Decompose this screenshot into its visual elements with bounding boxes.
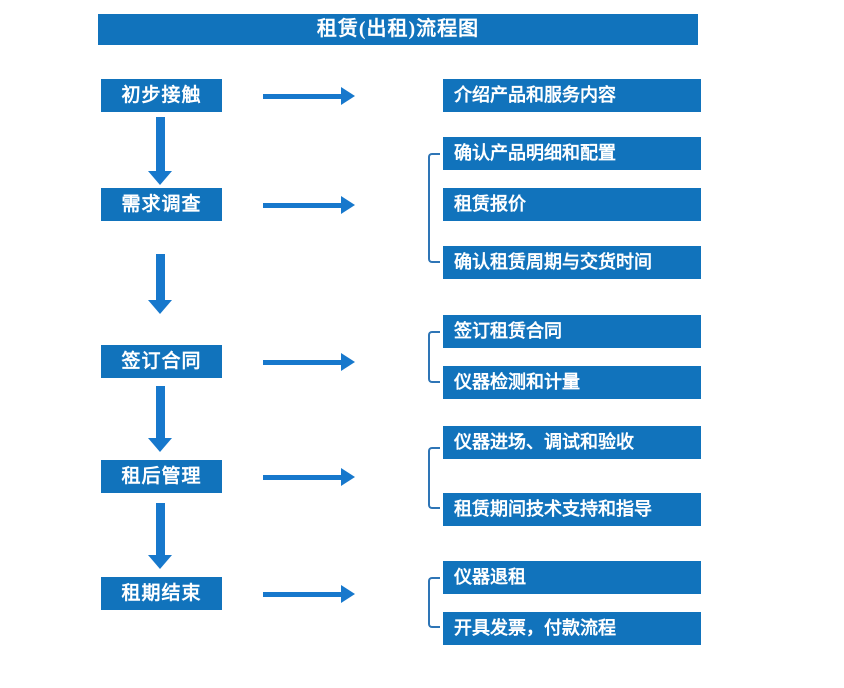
group-bracket	[428, 447, 440, 509]
arrow-head	[148, 171, 172, 185]
right-arrow-icon	[263, 87, 355, 105]
arrow-head	[341, 585, 355, 603]
arrow-shaft	[263, 591, 342, 597]
flowchart-title: 租赁(出租)流程图	[98, 14, 698, 45]
output-box-confirm-details: 确认产品明细和配置	[443, 137, 701, 170]
stage-box-post-rental: 租后管理	[101, 460, 222, 493]
output-box-sign-rental-contract: 签订租赁合同	[443, 315, 701, 348]
output-box-instrument-entry: 仪器进场、调试和验收	[443, 426, 701, 459]
output-box-invoice-payment: 开具发票，付款流程	[443, 612, 701, 645]
group-bracket	[428, 577, 440, 628]
arrow-shaft	[263, 202, 342, 208]
arrow-shaft	[263, 359, 342, 365]
output-box-instrument-testing: 仪器检测和计量	[443, 366, 701, 399]
down-arrow-icon	[148, 254, 172, 314]
stage-box-sign-contract: 签订合同	[101, 345, 222, 378]
right-arrow-icon	[263, 196, 355, 214]
arrow-head	[148, 300, 172, 314]
arrow-head	[341, 353, 355, 371]
arrow-head	[341, 468, 355, 486]
down-arrow-icon	[148, 386, 172, 452]
right-arrow-icon	[263, 468, 355, 486]
arrow-head	[148, 438, 172, 452]
stage-box-demand-survey: 需求调查	[101, 188, 222, 221]
arrow-shaft	[155, 503, 165, 556]
arrow-head	[341, 87, 355, 105]
output-box-instrument-return: 仪器退租	[443, 561, 701, 594]
down-arrow-icon	[148, 117, 172, 185]
arrow-shaft	[263, 93, 342, 99]
output-box-tech-support: 租赁期间技术支持和指导	[443, 493, 701, 526]
stage-box-rental-end: 租期结束	[101, 577, 222, 610]
output-box-confirm-period: 确认租赁周期与交货时间	[443, 246, 701, 279]
stage-box-initial-contact: 初步接触	[101, 79, 222, 112]
arrow-shaft	[155, 117, 165, 172]
output-box-introduce-products: 介绍产品和服务内容	[443, 79, 701, 112]
group-bracket	[428, 331, 440, 383]
output-box-rental-quote: 租赁报价	[443, 188, 701, 221]
arrow-head	[341, 196, 355, 214]
arrow-shaft	[263, 474, 342, 480]
group-bracket	[428, 153, 440, 263]
arrow-shaft	[155, 254, 165, 301]
right-arrow-icon	[263, 585, 355, 603]
arrow-shaft	[155, 386, 165, 439]
right-arrow-icon	[263, 353, 355, 371]
down-arrow-icon	[148, 503, 172, 569]
arrow-head	[148, 555, 172, 569]
